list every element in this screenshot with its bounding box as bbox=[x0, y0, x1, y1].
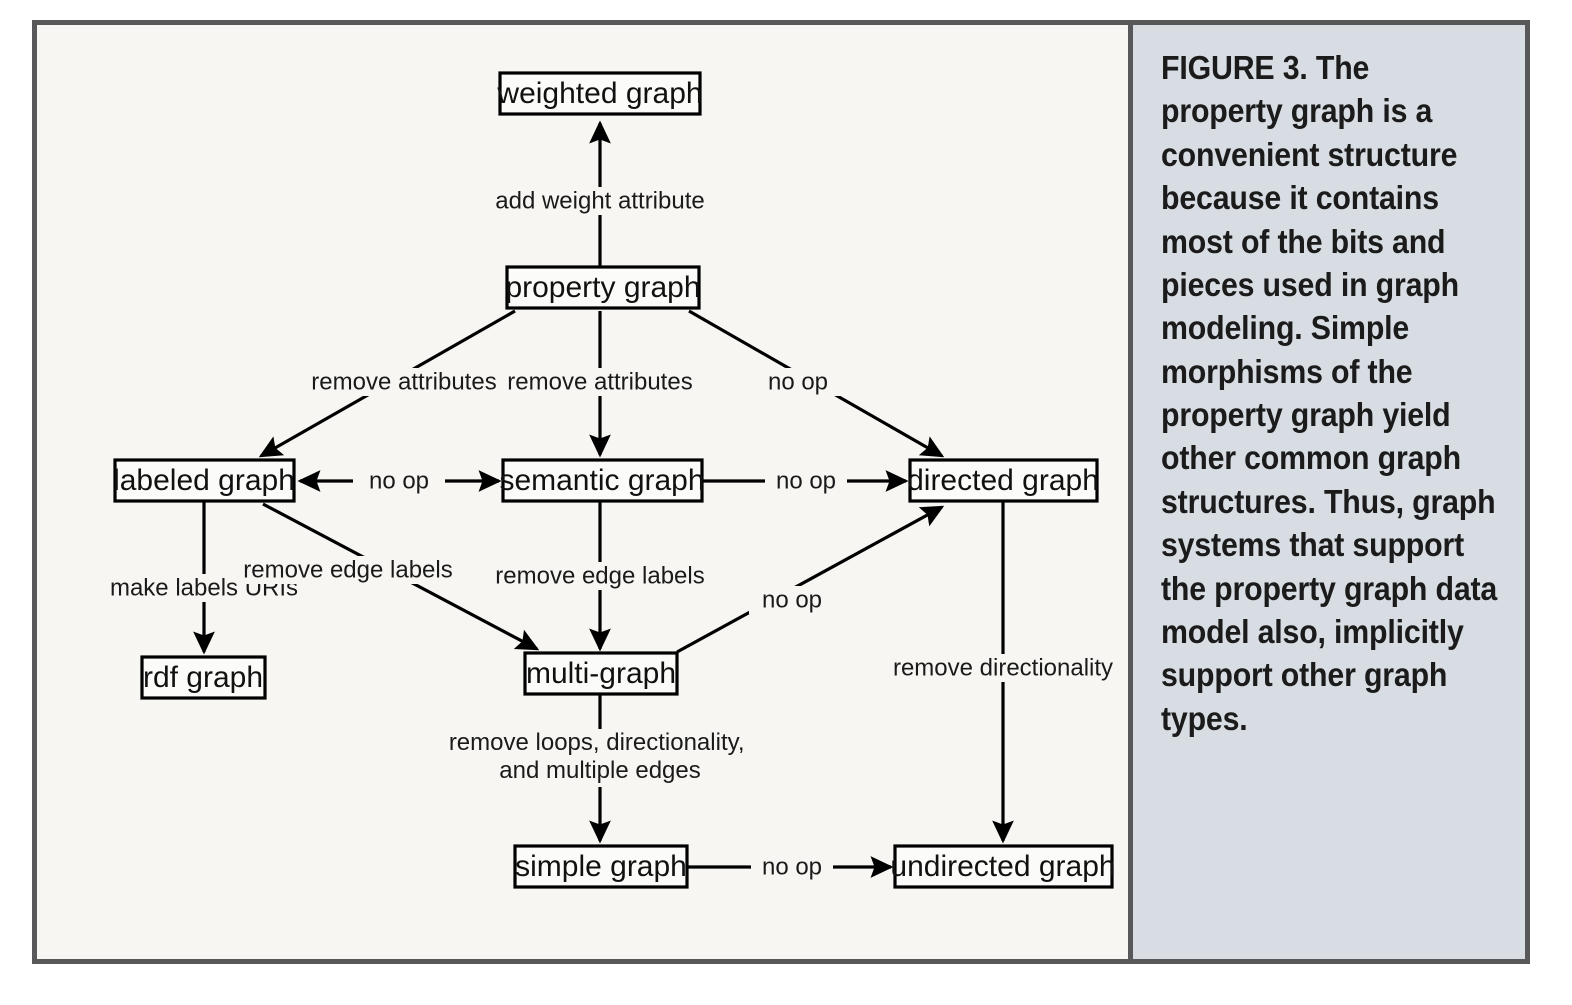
node-label: labeled graph bbox=[113, 464, 295, 497]
node-labeled-graph[interactable]: labeled graph bbox=[113, 458, 296, 503]
node-box[interactable] bbox=[505, 265, 701, 310]
edge-multi-directed: no op bbox=[676, 505, 945, 654]
node-label: directed graph bbox=[907, 464, 1099, 497]
node-label: weighted graph bbox=[496, 77, 702, 110]
caption-panel: FIGURE 3. The property graph is a conven… bbox=[1128, 25, 1525, 959]
edge-label-no-op-semantic-directed: no op bbox=[776, 467, 836, 494]
edge-label-remove-attributes-left: remove attributes bbox=[311, 368, 496, 395]
edge-line bbox=[676, 505, 945, 654]
node-label: rdf graph bbox=[143, 661, 263, 694]
edge-labeled-rdf: make labels URIs bbox=[107, 501, 301, 655]
node-box[interactable] bbox=[513, 844, 689, 889]
label-backdrop bbox=[237, 556, 459, 584]
node-weighted-graph[interactable]: weighted graph bbox=[496, 71, 703, 116]
node-box[interactable] bbox=[113, 458, 296, 503]
edge-multi-simple: remove loops, directionality, and multip… bbox=[449, 694, 751, 844]
edge-label-no-op-property-directed: no op bbox=[768, 368, 828, 395]
label-backdrop bbox=[489, 562, 711, 590]
edge-labeled-multi: remove edge labels bbox=[237, 502, 540, 651]
diagram-panel: add weight attribute remove attributes r… bbox=[37, 25, 1128, 959]
edge-label-no-op-multi-directed: no op bbox=[762, 586, 822, 613]
edge-simple-undirected: no op bbox=[687, 853, 894, 880]
figure-caption: FIGURE 3. The property graph is a conven… bbox=[1161, 50, 1498, 738]
edge-label-remove-edge-labels-center: remove edge labels bbox=[495, 562, 704, 589]
edge-label-remove-attributes-center: remove attributes bbox=[507, 368, 692, 395]
node-box[interactable] bbox=[893, 844, 1114, 889]
node-label: semantic graph bbox=[499, 464, 704, 497]
label-backdrop bbox=[507, 368, 695, 396]
node-simple-graph[interactable]: simple graph bbox=[513, 844, 689, 889]
edge-label-line2: and multiple edges bbox=[499, 757, 700, 784]
edge-labeled-semantic: no op bbox=[297, 467, 502, 494]
node-multi-graph[interactable]: multi-graph bbox=[523, 651, 679, 696]
node-rdf-graph[interactable]: rdf graph bbox=[140, 655, 267, 700]
label-backdrop bbox=[309, 368, 501, 396]
label-backdrop bbox=[755, 368, 841, 396]
node-box[interactable] bbox=[908, 458, 1099, 503]
node-directed-graph[interactable]: directed graph bbox=[907, 458, 1099, 503]
edge-label-no-op-simple-undirected: no op bbox=[762, 853, 822, 880]
node-box[interactable] bbox=[501, 458, 704, 503]
node-box[interactable] bbox=[498, 71, 702, 116]
edge-property-labeled: remove attributes bbox=[258, 309, 516, 458]
label-backdrop bbox=[751, 854, 833, 880]
edge-label-no-op-labeled-semantic: no op bbox=[369, 467, 429, 494]
edge-semantic-multi: remove edge labels bbox=[489, 501, 711, 652]
node-undirected-graph[interactable]: undirected graph bbox=[890, 844, 1116, 889]
label-backdrop bbox=[765, 468, 847, 494]
edge-layer: add weight attribute remove attributes r… bbox=[107, 120, 1123, 880]
edge-label-add-weight-attribute: add weight attribute bbox=[495, 187, 704, 214]
edge-label-remove-edge-labels-left: remove edge labels bbox=[243, 556, 452, 583]
edge-property-directed: no op bbox=[688, 309, 945, 458]
node-label: property graph bbox=[505, 271, 700, 304]
label-backdrop bbox=[492, 187, 708, 215]
node-property-graph[interactable]: property graph bbox=[505, 265, 701, 310]
edge-semantic-directed: no op bbox=[702, 467, 909, 494]
node-label: multi-graph bbox=[526, 657, 676, 690]
edge-property-weighted: add weight attribute bbox=[492, 120, 708, 267]
node-label: undirected graph bbox=[890, 850, 1115, 883]
label-backdrop bbox=[457, 729, 745, 787]
edge-directed-undirected: remove directionality bbox=[883, 501, 1123, 844]
edge-label-remove-directionality: remove directionality bbox=[893, 654, 1113, 681]
node-box[interactable] bbox=[523, 651, 679, 696]
edge-label-remove-loops-directionality: remove loops, directionality, and multip… bbox=[449, 729, 751, 784]
label-backdrop bbox=[883, 654, 1123, 682]
figure-container: add weight attribute remove attributes r… bbox=[32, 20, 1530, 964]
node-semantic-graph[interactable]: semantic graph bbox=[499, 458, 705, 503]
node-layer: weighted graph property graph labeled gr… bbox=[113, 71, 1116, 889]
morphism-diagram: add weight attribute remove attributes r… bbox=[107, 71, 1123, 889]
node-box[interactable] bbox=[140, 655, 267, 700]
edge-label-line1: remove loops, directionality, bbox=[449, 729, 745, 756]
label-backdrop bbox=[749, 586, 835, 614]
edge-property-semantic: remove attributes bbox=[507, 311, 695, 458]
node-label: simple graph bbox=[515, 850, 687, 883]
